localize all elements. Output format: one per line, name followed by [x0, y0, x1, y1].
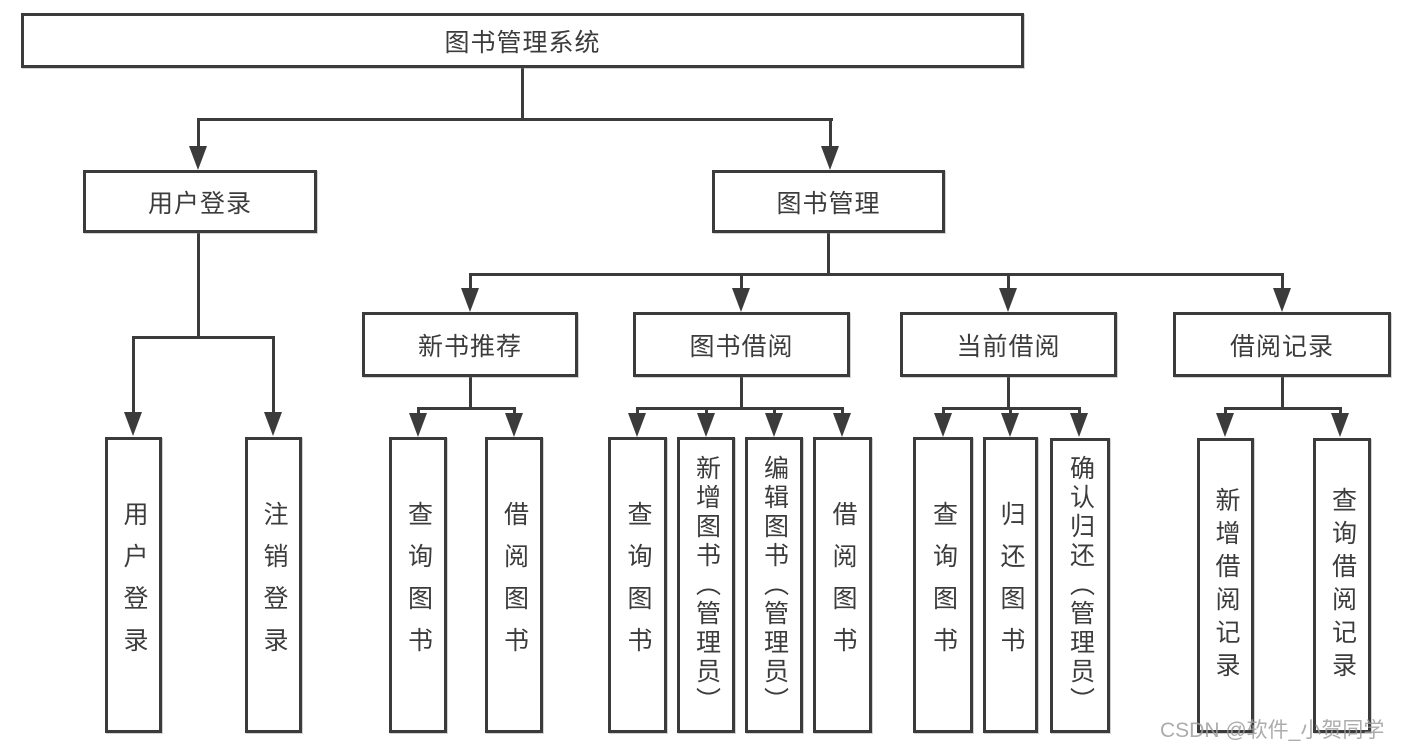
- node-root-system: 图书管理系统: [21, 13, 1024, 68]
- connector-leaf-stem: [636, 407, 639, 416]
- node-current-borrow-label: 当前借阅: [956, 332, 1061, 361]
- connector-leaf-stem: [417, 407, 420, 416]
- connector-level3-split: [469, 273, 1284, 276]
- leaf-edit-book-admin-label: 编辑图书（管理员）: [760, 454, 789, 716]
- leaf-query-books-current: 查询图书: [913, 437, 973, 733]
- arrowhead-down-icon: [1070, 413, 1088, 437]
- arrowhead-down-icon: [461, 288, 479, 312]
- arrowhead-down-icon: [1273, 288, 1291, 312]
- leaf-return-book: 归还图书: [983, 437, 1038, 733]
- arrowhead-down-icon: [1216, 413, 1234, 437]
- connector-l3-stem: [1007, 377, 1010, 410]
- arrowhead-down-icon: [628, 413, 646, 437]
- connector-user-login-stem: [197, 233, 200, 339]
- arrowhead-down-icon: [934, 413, 952, 437]
- connector-level3-arrow-stem: [1007, 273, 1010, 291]
- leaf-add-borrow-record: 新增借阅记录: [1197, 438, 1254, 733]
- node-borrow-records-label: 借阅记录: [1229, 332, 1334, 361]
- connector-leaf-stem: [705, 407, 708, 416]
- connector-leaf-split: [636, 407, 844, 410]
- node-root-label: 图书管理系统: [444, 28, 601, 57]
- leaf-borrow-books-label: 借阅图书: [829, 501, 857, 669]
- leaf-borrow-books-recommend: 借阅图书: [485, 437, 543, 733]
- leaf-query-books-label: 查询图书: [404, 501, 433, 669]
- node-book-management: 图书管理: [712, 170, 945, 233]
- node-borrow-records: 借阅记录: [1173, 312, 1391, 377]
- node-new-book-recommend-label: 新书推荐: [417, 332, 522, 361]
- connector-l3-stem: [469, 377, 472, 410]
- arrowhead-down-icon: [264, 412, 282, 436]
- leaf-add-book-admin-label: 新增图书（管理员）: [692, 454, 721, 716]
- arrowhead-down-icon: [409, 413, 427, 437]
- connector-root-stem: [521, 66, 524, 120]
- connector-level3-arrow-stem: [1281, 273, 1284, 291]
- connector-user-login-split: [132, 336, 274, 339]
- arrowhead-down-icon: [124, 412, 142, 436]
- arrowhead-down-icon: [999, 288, 1017, 312]
- leaf-confirm-return-admin: 确认归还（管理员）: [1050, 438, 1110, 733]
- node-book-management-label: 图书管理: [776, 189, 881, 218]
- node-book-borrow: 图书借阅: [633, 312, 850, 377]
- leaf-query-books-label: 查询图书: [624, 501, 652, 669]
- connector-book-mgmt-stem: [827, 233, 830, 276]
- csdn-watermark: CSDN @软件_小贺同学: [1160, 719, 1385, 742]
- leaf-add-book-admin: 新增图书（管理员）: [677, 437, 735, 733]
- connector-leaf-stem: [773, 407, 776, 416]
- connector-leaf-stem: [1078, 407, 1081, 416]
- leaf-logout: 注销登录: [245, 437, 302, 733]
- connector-leaf-stem: [272, 336, 275, 414]
- connector-level3-arrow-stem: [740, 273, 743, 291]
- node-new-book-recommend: 新书推荐: [362, 312, 578, 377]
- leaf-query-borrow-record: 查询借阅记录: [1313, 438, 1371, 733]
- leaf-confirm-return-admin-label: 确认归还（管理员）: [1066, 455, 1095, 716]
- connector-l3-stem: [1281, 377, 1284, 410]
- leaf-user-login-label: 用户登录: [120, 501, 148, 669]
- connector-book-mgmt-arrow-stem: [829, 118, 832, 150]
- leaf-borrow-books-label: 借阅图书: [500, 501, 529, 669]
- node-book-borrow-label: 图书借阅: [689, 332, 794, 361]
- arrowhead-down-icon: [505, 413, 523, 437]
- arrowhead-down-icon: [833, 413, 851, 437]
- arrowhead-down-icon: [1331, 413, 1349, 437]
- connector-leaf-split: [1224, 407, 1342, 410]
- leaf-query-books-recommend: 查询图书: [389, 437, 447, 733]
- connector-leaf-stem: [132, 336, 135, 414]
- leaf-logout-label: 注销登录: [260, 501, 288, 669]
- connector-leaf-stem: [513, 407, 516, 416]
- connector-level2-split: [197, 118, 833, 121]
- leaf-return-book-label: 归还图书: [997, 501, 1025, 669]
- connector-level3-arrow-stem: [469, 273, 472, 291]
- node-user-login-label: 用户登录: [147, 189, 252, 218]
- leaf-edit-book-admin: 编辑图书（管理员）: [745, 437, 803, 733]
- arrowhead-down-icon: [765, 413, 783, 437]
- node-current-borrow: 当前借阅: [900, 312, 1117, 377]
- node-user-login: 用户登录: [83, 170, 317, 233]
- arrowhead-down-icon: [1001, 413, 1019, 437]
- connector-leaf-stem: [841, 407, 844, 416]
- connector-leaf-stem: [1009, 407, 1012, 416]
- leaf-query-books-borrow: 查询图书: [608, 437, 667, 733]
- connector-leaf-stem: [942, 407, 945, 416]
- leaf-user-login: 用户登录: [105, 437, 162, 733]
- connector-leaf-split: [417, 407, 516, 410]
- arrowhead-down-icon: [821, 146, 839, 170]
- leaf-query-borrow-record-label: 查询借阅记录: [1328, 486, 1357, 685]
- arrowhead-down-icon: [732, 288, 750, 312]
- arrowhead-down-icon: [189, 146, 207, 170]
- connector-l3-stem: [740, 377, 743, 410]
- leaf-query-books-label: 查询图书: [929, 501, 958, 669]
- connector-leaf-stem: [1339, 407, 1342, 416]
- leaf-borrow-books-borrow: 借阅图书: [813, 437, 872, 733]
- arrowhead-down-icon: [697, 413, 715, 437]
- leaf-add-borrow-record-label: 新增借阅记录: [1212, 486, 1240, 685]
- connector-leaf-stem: [1224, 407, 1227, 416]
- connector-user-login-arrow-stem: [197, 118, 200, 150]
